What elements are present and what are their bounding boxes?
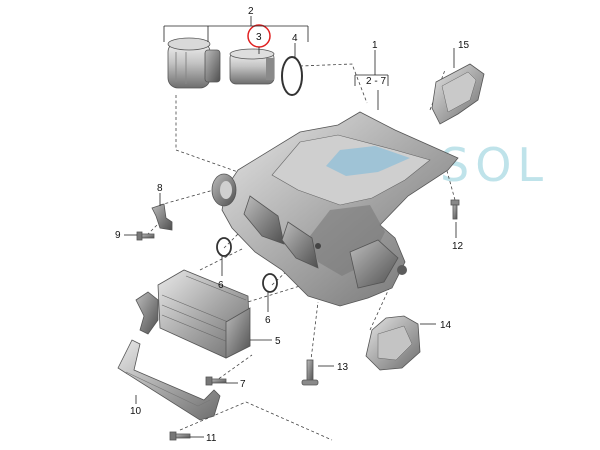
callout-15: 15: [458, 40, 470, 51]
callout-8: 8: [157, 183, 163, 194]
watermark-text: SOL: [440, 138, 549, 192]
callout-1: 1: [372, 40, 378, 51]
bracket-8: [151, 203, 173, 231]
o-ring-filter: [281, 56, 303, 96]
callout-6a: 6: [218, 280, 224, 291]
pan-cover-gasket: [431, 63, 485, 125]
oil-pan-assembly: [221, 111, 459, 307]
callout-3: 3: [256, 32, 262, 43]
callout-14: 14: [440, 320, 452, 331]
leader-lines: [124, 48, 457, 438]
cover-plate-14: [365, 315, 421, 371]
bolt-11: [169, 431, 191, 441]
callout-4: 4: [292, 33, 298, 44]
callout-bracket-1: [354, 50, 389, 110]
callout-9: 9: [115, 230, 121, 241]
lower-bracket-10: [117, 339, 221, 421]
seal-ring-6b: [262, 273, 278, 293]
bolt-9: [136, 231, 155, 241]
oil-cooler: [135, 269, 251, 359]
oil-filter-element: [229, 48, 275, 85]
bolt-7: [205, 376, 227, 386]
callout-11: 11: [206, 433, 217, 444]
callout-5: 5: [275, 336, 281, 347]
bolt-12: [450, 199, 460, 220]
callout-13: 13: [337, 362, 349, 373]
callout-2: 2: [248, 6, 254, 17]
seal-ring-6a: [216, 237, 232, 257]
callout-12: 12: [452, 241, 464, 252]
pan-flange: [211, 173, 237, 207]
oil-filter-housing: [167, 37, 221, 89]
callout-6b: 6: [265, 315, 271, 326]
callout-bracket-2: [163, 16, 309, 58]
bolt-13: [301, 359, 319, 386]
callout-labels: 2 3 4 1 2 - 7 15 12 8 9 6 6 5 7 10 11 13…: [115, 6, 470, 444]
callout-10: 10: [130, 406, 142, 417]
callout-7: 7: [240, 379, 246, 390]
callout-2-7: 2 - 7: [366, 76, 386, 87]
